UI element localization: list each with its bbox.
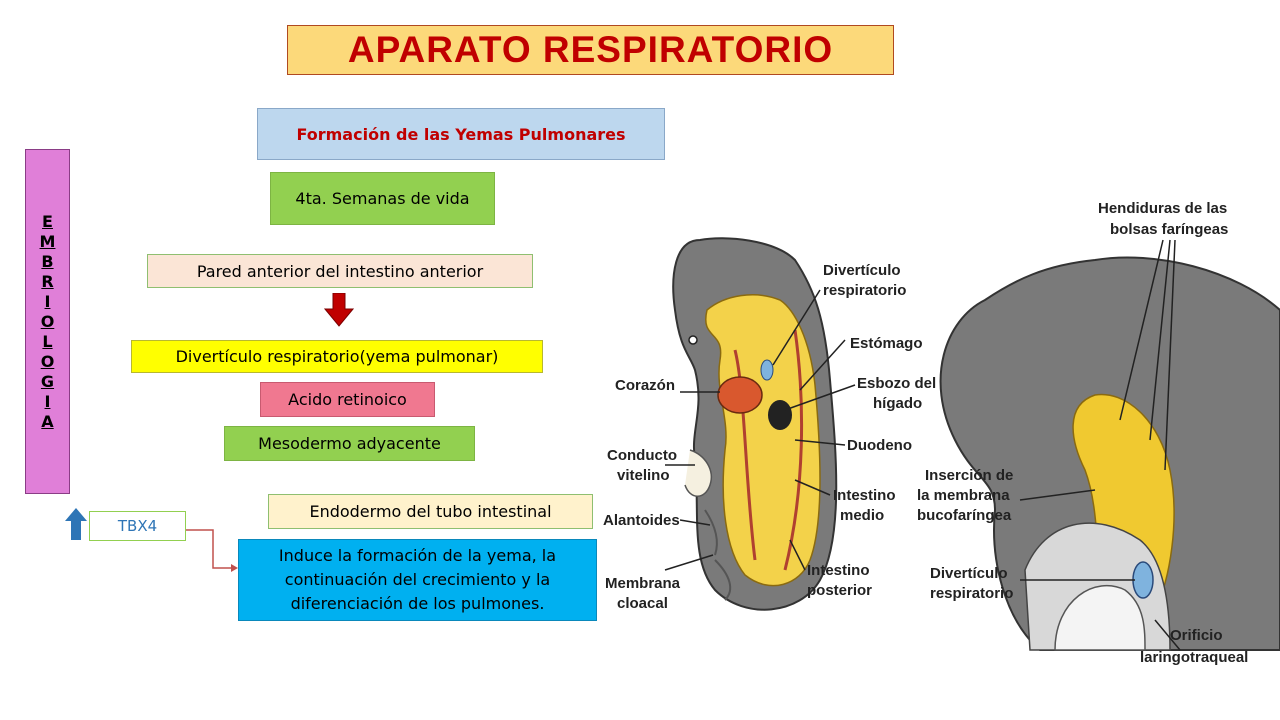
pared-box: Pared anterior del intestino anterior [147, 254, 533, 288]
section-subtitle: Formación de las Yemas Pulmonares [257, 108, 665, 160]
tbx4-box: TBX4 [89, 511, 186, 541]
label-higado: hígado [873, 395, 922, 412]
weeks-box: 4ta. Semanas de vida [270, 172, 495, 225]
left-pointer-lines [664, 289, 856, 571]
mesodermo-box: Mesodermo adyacente [224, 426, 475, 461]
label-bucofaringea: bucofaríngea [917, 507, 1012, 524]
left-embryo-drawing [672, 237, 838, 611]
label-insercion: Inserción de [925, 467, 1013, 484]
label-diverticulo-left: Divertículo [823, 262, 901, 279]
label-duodeno: Duodeno [847, 437, 912, 454]
down-arrow-icon [324, 293, 354, 327]
endodermo-box: Endodermo del tubo intestinal [268, 494, 593, 529]
label-conducto: Conducto [607, 447, 677, 464]
side-letter: O [40, 311, 55, 331]
side-letter: A [41, 411, 54, 431]
label-intestino-medio: Intestino [833, 487, 896, 504]
label-esbozo: Esbozo del [857, 375, 936, 392]
side-letter: L [42, 331, 53, 351]
label-alantoides: Alantoides [603, 512, 680, 529]
label-medio: medio [840, 507, 884, 524]
page-title: APARATO RESPIRATORIO [287, 25, 894, 75]
side-letter: B [41, 251, 54, 271]
acido-box: Acido retinoico [260, 382, 435, 417]
label-orificio: Orificio [1170, 627, 1223, 644]
label-vitelino: vitelino [617, 467, 670, 484]
side-letter: E [42, 211, 53, 231]
right-embryo-drawing [939, 256, 1280, 651]
label-bolsas: bolsas faríngeas [1110, 221, 1228, 238]
side-label-embriologia: E M B R I O L O G I A [25, 149, 70, 494]
label-corazon: Corazón [615, 377, 675, 394]
label-hendiduras: Hendiduras de las [1098, 200, 1227, 217]
right-pointer-lines [1019, 239, 1181, 651]
connector-arrow-icon [186, 529, 238, 572]
label-posterior: posterior [807, 582, 872, 599]
side-letter: R [41, 271, 54, 291]
label-respiratorio-left: respiratorio [823, 282, 906, 299]
side-letter: G [40, 371, 55, 391]
side-letter: I [44, 391, 51, 411]
up-arrow-icon [65, 508, 87, 540]
label-membrana-right: la membrana [917, 487, 1010, 504]
diverticulo-box: Divertículo respiratorio(yema pulmonar) [131, 340, 543, 373]
label-cloacal: cloacal [617, 595, 668, 612]
label-laringotraqueal: laringotraqueal [1140, 649, 1248, 666]
side-letter: M [39, 231, 56, 251]
induce-box: Induce la formación de la yema, la conti… [238, 539, 597, 621]
label-diverticulo-right: Divertículo [930, 565, 1008, 582]
label-membrana: Membrana [605, 575, 681, 592]
embryo-illustration: Divertículo respiratorio Estómago Esbozo… [603, 200, 1280, 666]
label-intestino-posterior: Intestino [807, 562, 870, 579]
label-estomago: Estómago [850, 335, 923, 352]
label-respiratorio-right: respiratorio [930, 585, 1013, 602]
side-letter: O [40, 351, 55, 371]
side-letter: I [44, 291, 51, 311]
